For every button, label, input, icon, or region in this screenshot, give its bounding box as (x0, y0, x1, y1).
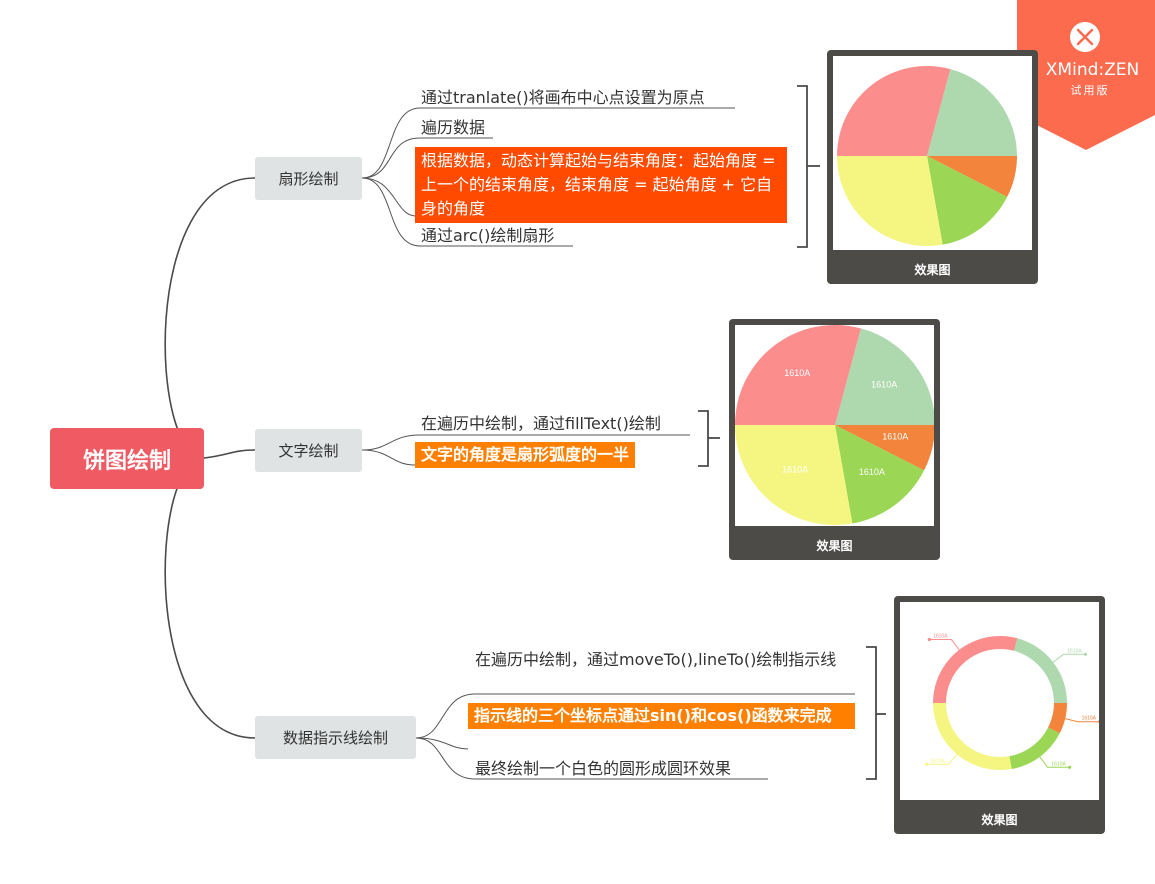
indicator-dot (1098, 720, 1099, 724)
indicator-line (1039, 756, 1070, 768)
watermark-badge (1017, 0, 1155, 150)
subtopic-text-angle[interactable]: 文字的角度是扇形弧度的一半 (415, 442, 636, 468)
pie-slices (735, 325, 934, 525)
pie-label: 1610A (784, 368, 810, 378)
pie-slice (735, 425, 853, 525)
preview-canvas (833, 56, 1032, 250)
ring-chart-indicators: 1610A 1610A 1610A 1610A 1610A (925, 634, 1099, 770)
pie-slice (835, 425, 925, 524)
indicator-dot (1083, 652, 1088, 656)
indicator-label: 1610A (1067, 648, 1082, 654)
topic-indicator-lines[interactable]: 数据指示线绘制 (255, 716, 416, 759)
preview-canvas: 1610A 1610A 1610A 1610A 1610A (735, 325, 934, 526)
pie-chart-labeled: 1610A 1610A 1610A 1610A 1610A (735, 325, 934, 525)
pie-slice (927, 69, 1017, 156)
indicator-dot (1068, 765, 1072, 769)
indicator-line (926, 753, 958, 765)
preview-canvas: 1610A 1610A 1610A 1610A 1610A (900, 602, 1099, 800)
pie-slice (835, 328, 934, 425)
pie-slice (837, 66, 951, 156)
pie-slices (837, 66, 1017, 246)
watermark-ribbon-icon (1017, 0, 1155, 150)
ring-indicators: 1610A 1610A 1610A 1610A 1610A (925, 634, 1099, 769)
pie-label: 1610A (782, 465, 808, 475)
indicator-label: 1610A (930, 758, 945, 764)
preview-pie-labels: 1610A 1610A 1610A 1610A 1610A 效果图 (729, 319, 940, 560)
ribbon-shape (1017, 0, 1155, 150)
pie-slice (927, 156, 1017, 197)
subtopic-white-circle[interactable]: 最终绘制一个白色的圆形成圆环效果 (475, 759, 732, 778)
subtopic-filltext[interactable]: 在遍历中绘制，通过fillText()绘制 (421, 414, 661, 433)
indicator-dot (925, 762, 929, 766)
watermark-brand: XMind:ZEN (1045, 60, 1140, 80)
pie-label: 1610A (882, 432, 908, 442)
indicator-line (929, 639, 960, 651)
pie-chart-basic (837, 66, 1017, 246)
watermark-sub: 试用版 (1070, 84, 1110, 97)
pie-slice (927, 156, 1008, 245)
subtopic-iterate-data[interactable]: 遍历数据 (421, 118, 486, 137)
pie-label: 1610A (871, 379, 897, 389)
topic-sector-drawing[interactable]: 扇形绘制 (255, 157, 362, 200)
preview-caption: 效果图 (981, 812, 1018, 827)
pie-slice (735, 325, 861, 425)
subtopic-arc[interactable]: 通过arc()绘制扇形 (421, 226, 555, 245)
indicator-dot (927, 637, 931, 642)
topic-text-drawing[interactable]: 文字绘制 (255, 429, 362, 472)
indicator-label: 1610A (1051, 761, 1066, 767)
subtopic-angle-calc[interactable]: 根据数据，动态计算起始与结束角度：起始角度 = 上一个的结束角度，结束角度 = … (415, 147, 787, 223)
pie-labels: 1610A 1610A 1610A 1610A 1610A (782, 368, 908, 477)
preview-ring-indicators: 1610A 1610A 1610A 1610A 1610A 效果图 (894, 596, 1105, 834)
indicator-label: 1610A (933, 634, 948, 640)
ring-slices (933, 635, 1067, 770)
root-topic[interactable]: 饼图绘制 (50, 428, 204, 489)
preview-pie-basic: 效果图 (827, 50, 1038, 284)
pie-slice (837, 156, 943, 246)
pie-slice (835, 425, 934, 471)
indicator-line (1064, 718, 1099, 723)
subtopic-sin-cos[interactable]: 指示线的三个坐标点通过sin()和cos()函数来完成 (468, 703, 855, 729)
indicator-label: 1610A (1082, 716, 1097, 722)
subtopic-translate[interactable]: 通过tranlate()将画布中心点设置为原点 (421, 88, 705, 107)
indicator-line (1052, 653, 1086, 663)
ring-center-hole (946, 649, 1054, 757)
preview-caption: 效果图 (816, 538, 853, 553)
preview-caption: 效果图 (914, 262, 951, 277)
subtopic-moveto-lineto[interactable]: 在遍历中绘制，通过moveTo(),lineTo()绘制指示线 (475, 650, 837, 669)
pie-label: 1610A (859, 467, 885, 477)
